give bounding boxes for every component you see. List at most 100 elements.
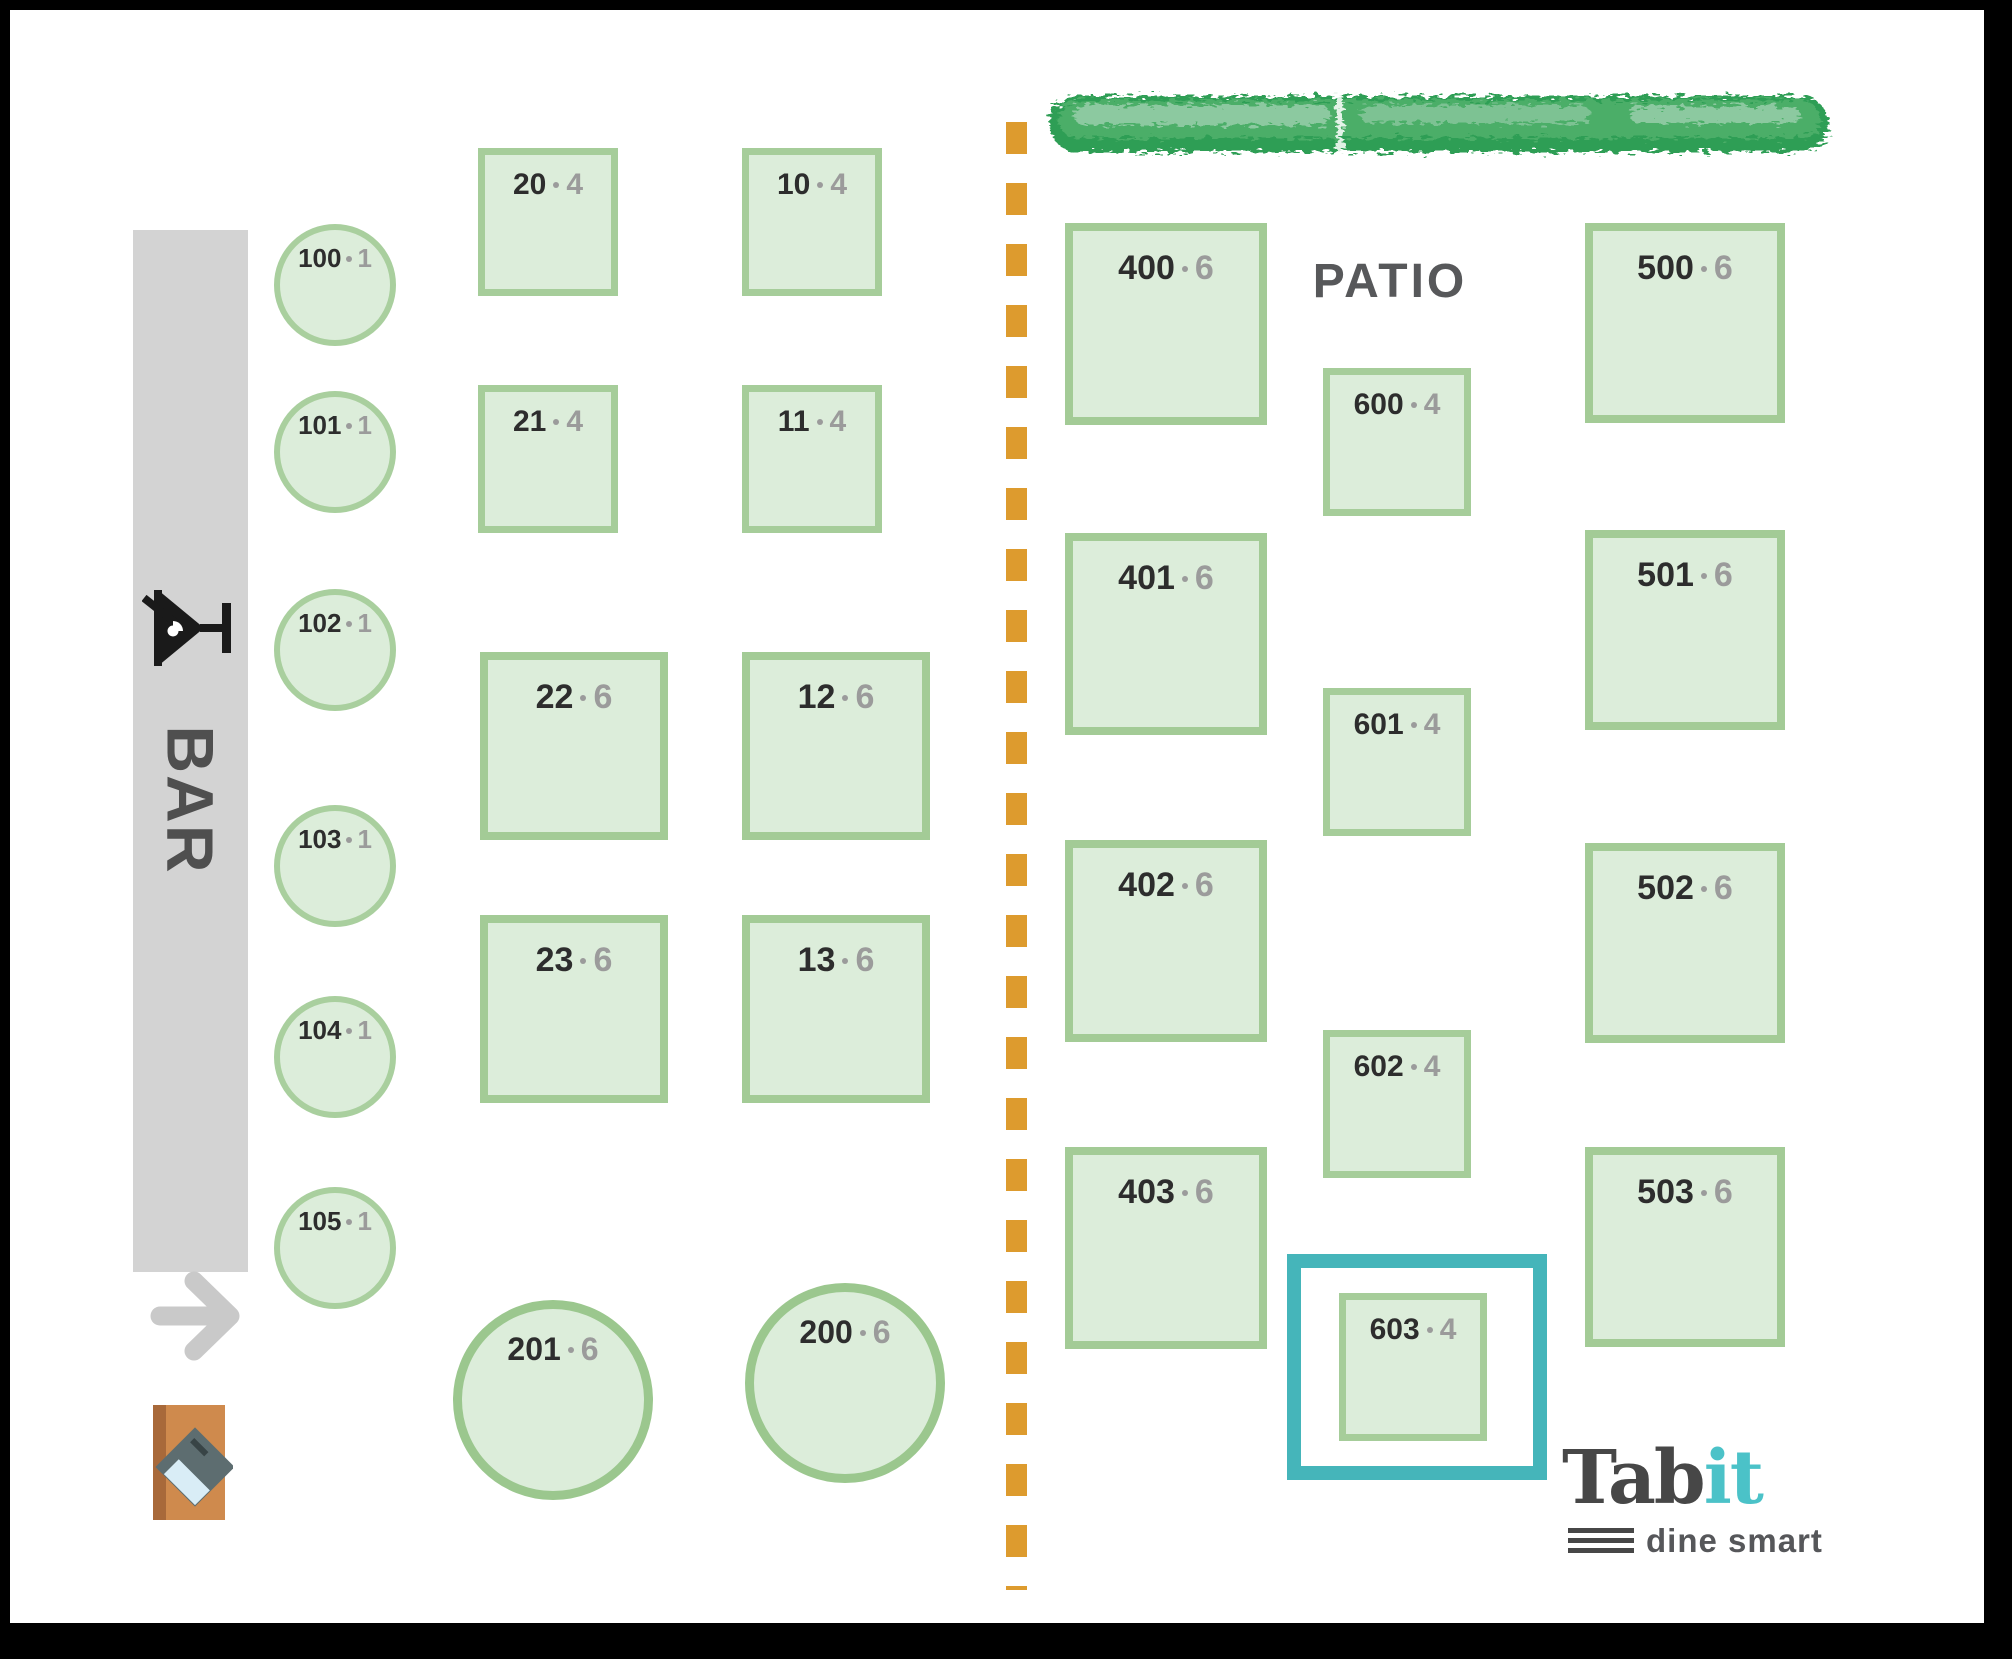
tabit-logo-wordmark: Tabit [1562, 1439, 1892, 1518]
table-number: 22 [535, 678, 574, 716]
table-100[interactable]: 100 1 [274, 224, 396, 346]
separator-dot-icon [1181, 265, 1188, 272]
separator-dot-icon [842, 694, 849, 701]
table-seat-count: 6 [1194, 559, 1214, 597]
table-seat-count: 6 [855, 678, 875, 716]
separator-dot-icon [1410, 722, 1417, 728]
separator-dot-icon [1181, 575, 1188, 582]
table-number: 13 [797, 941, 836, 979]
table-seat-count: 4 [1439, 1313, 1457, 1346]
separator-dot-icon [553, 419, 560, 425]
separator-dot-icon [1700, 885, 1707, 892]
bar-label-text: BAR [153, 725, 227, 875]
table-number: 103 [298, 824, 342, 854]
entry-direction-arrow-icon [150, 1265, 252, 1367]
table-number: 100 [298, 243, 342, 273]
table-13[interactable]: 13 6 [742, 915, 930, 1103]
logo-tagline: dine smart [1646, 1521, 1823, 1559]
hedge-plant-graphic [1040, 84, 1838, 164]
table-label: 23 6 [536, 941, 613, 980]
table-number: 201 [507, 1331, 561, 1367]
table-602[interactable]: 602 4 [1323, 1030, 1471, 1178]
table-number: 502 [1637, 869, 1694, 907]
logo-text-accent: it [1703, 1435, 1764, 1521]
selected-table-highlight-frame [1287, 1254, 1547, 1480]
separator-dot-icon [346, 620, 353, 627]
table-number: 23 [535, 941, 574, 979]
table-502[interactable]: 502 6 [1585, 843, 1785, 1043]
table-seat-count: 6 [855, 941, 875, 979]
table-seat-count: 1 [357, 243, 372, 273]
separator-dot-icon [346, 255, 353, 262]
separator-dot-icon [346, 422, 353, 429]
patio-zone-label: PATIO [1260, 254, 1520, 309]
table-number: 601 [1353, 708, 1404, 741]
martini-glass-icon [141, 582, 237, 677]
separator-dot-icon [346, 836, 353, 843]
table-number: 401 [1118, 559, 1175, 597]
table-label: 102 1 [298, 608, 372, 639]
table-label: 502 6 [1637, 869, 1733, 908]
table-seat-count: 1 [357, 608, 372, 638]
separator-dot-icon [1426, 1327, 1433, 1333]
table-seat-count: 6 [1194, 249, 1214, 287]
separator-dot-icon [816, 419, 823, 425]
separator-dot-icon [1181, 1189, 1188, 1196]
table-number: 503 [1637, 1173, 1694, 1211]
table-seat-count: 6 [1194, 1173, 1214, 1211]
table-number: 10 [776, 168, 811, 201]
bar-zone-label: BAR [90, 705, 290, 895]
table-seat-count: 6 [593, 941, 613, 979]
table-seat-count: 6 [1194, 866, 1214, 904]
table-102[interactable]: 102 1 [274, 589, 396, 711]
table-401[interactable]: 401 6 [1065, 533, 1267, 735]
table-number: 21 [512, 405, 547, 438]
table-seat-count: 6 [872, 1314, 891, 1350]
patio-divider-dashed-line [1006, 122, 1027, 1590]
separator-dot-icon [859, 1329, 866, 1336]
table-23[interactable]: 23 6 [480, 915, 668, 1103]
separator-dot-icon [580, 694, 587, 701]
separator-dot-icon [346, 1218, 353, 1225]
table-seat-count: 4 [1423, 388, 1441, 421]
table-number: 102 [298, 608, 342, 638]
table-seat-count: 4 [1423, 1050, 1441, 1083]
table-number: 602 [1353, 1050, 1404, 1083]
table-number: 11 [777, 405, 810, 438]
table-seat-count: 6 [1713, 869, 1733, 907]
